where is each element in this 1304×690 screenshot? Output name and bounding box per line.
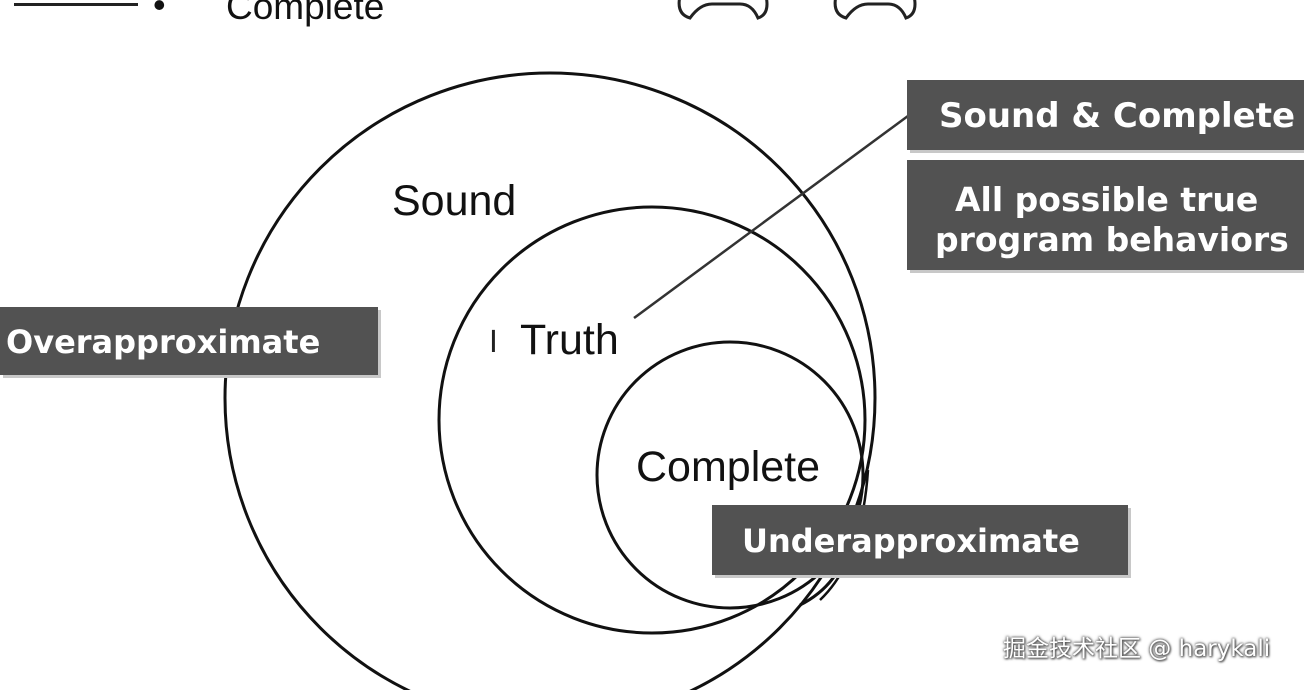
bullet-marker: •	[153, 0, 166, 25]
pointer-line	[633, 111, 913, 320]
overapproximate-tag: Overapproximate	[0, 307, 378, 375]
sound-label: Sound	[392, 177, 517, 225]
bullet-item-text: Complete	[226, 0, 385, 27]
all-behaviors-line1: All possible true	[955, 180, 1259, 219]
watermark-text: 掘金技术社区 @ harykali	[1003, 636, 1271, 662]
overapproximate-text: Overapproximate	[6, 323, 321, 361]
sound-and-complete-tag: Sound & Complete	[907, 80, 1304, 150]
complete-label: Complete	[636, 443, 821, 491]
figure-icon-left	[677, 0, 769, 20]
underapproximate-tag: Underapproximate	[712, 505, 1128, 575]
complete-circle	[595, 340, 865, 610]
text-cursor-icon: I	[489, 325, 498, 360]
truth-label: Truth	[520, 316, 619, 364]
truth-circle	[437, 205, 867, 635]
underapproximate-text: Underapproximate	[742, 522, 1080, 560]
figure-icon-right	[833, 0, 917, 20]
all-behaviors-line2: program behaviors	[935, 220, 1289, 259]
top-rule-fragment	[14, 0, 138, 6]
sound-circle	[223, 71, 877, 690]
sound-and-complete-text: Sound & Complete	[939, 96, 1296, 136]
figure-icons-fragment	[677, 0, 917, 20]
all-behaviors-tag: All possible true program behaviors	[907, 160, 1304, 270]
